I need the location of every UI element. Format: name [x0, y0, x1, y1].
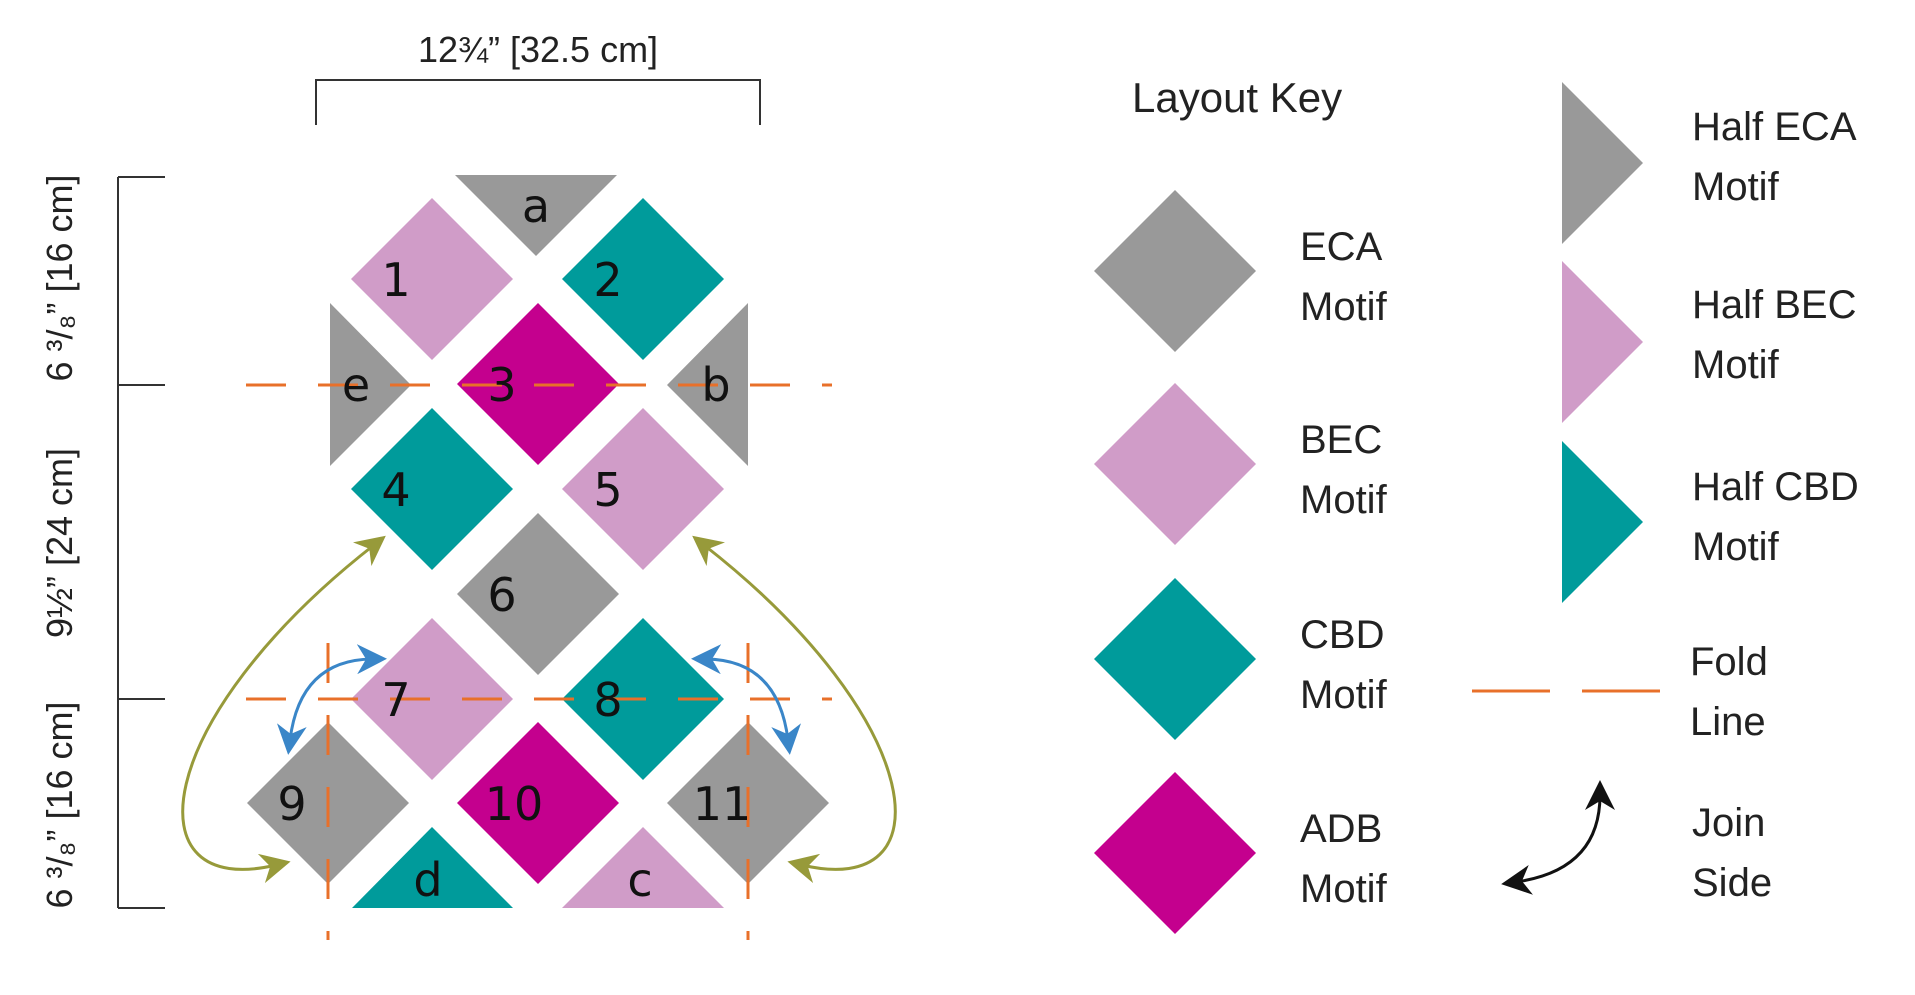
key-eca-line2: Motif	[1300, 285, 1388, 329]
label-8: 8	[593, 673, 622, 727]
key-half-bec-line1: Half BEC	[1692, 283, 1857, 327]
key-fold-line1: Fold	[1690, 640, 1768, 684]
key-join-line1: Join	[1692, 801, 1765, 845]
layout-key-title: Layout Key	[1132, 74, 1342, 121]
join-arrow-olive-right	[692, 535, 897, 884]
key-adb-line2: Motif	[1300, 867, 1388, 911]
key-bec-line2: Motif	[1300, 478, 1388, 522]
key-cbd-line2: Motif	[1300, 673, 1388, 717]
bec-motif-7	[351, 618, 513, 780]
label-7: 7	[381, 673, 410, 727]
width-dimension: 12¾” [32.5 cm]	[315, 29, 761, 125]
label-5: 5	[593, 463, 622, 517]
key-cbd-swatch	[1094, 578, 1256, 740]
key-half-eca-line1: Half ECA	[1692, 105, 1857, 149]
label-6: 6	[487, 568, 516, 622]
height-dimension: 6 ³/₈” [16 cm] 9½” [24 cm] 6 ³/₈” [16 cm…	[39, 175, 165, 909]
eca-motif-6	[457, 513, 619, 675]
join-arrow-olive-left	[181, 535, 386, 884]
key-half-eca-line2: Motif	[1692, 165, 1780, 209]
key-half-cbd-swatch	[1562, 441, 1643, 603]
cbd-motif-2	[562, 198, 724, 360]
width-label: 12¾” [32.5 cm]	[418, 29, 658, 70]
half-eca-motif-a	[455, 175, 617, 256]
key-half-cbd-line1: Half CBD	[1692, 465, 1859, 509]
key-cbd-line1: CBD	[1300, 613, 1384, 657]
bec-motif-5	[562, 408, 724, 570]
key-eca-line1: ECA	[1300, 225, 1383, 269]
key-adb-swatch	[1094, 772, 1256, 934]
layout-key: Layout Key ECA Motif BEC Motif CBD Motif…	[1094, 74, 1859, 934]
label-4: 4	[381, 463, 410, 517]
key-join-arrow	[1501, 780, 1615, 895]
label-b: b	[701, 358, 730, 412]
adb-motif-10	[457, 722, 619, 884]
label-11: 11	[693, 777, 752, 831]
key-half-bec-swatch	[1562, 261, 1643, 423]
key-adb-line1: ADB	[1300, 807, 1382, 851]
half-bec-motif-c	[562, 827, 724, 908]
label-e: e	[342, 358, 370, 412]
half-eca-motif-e	[330, 303, 411, 466]
bec-motif-1	[351, 198, 513, 360]
key-half-cbd-line2: Motif	[1692, 525, 1780, 569]
label-10: 10	[485, 777, 544, 831]
key-eca-swatch	[1094, 190, 1256, 352]
label-3: 3	[487, 358, 516, 412]
label-d: d	[413, 853, 442, 907]
label-a: a	[522, 179, 550, 233]
height-middle-label: 9½” [24 cm]	[39, 448, 80, 638]
label-1: 1	[381, 253, 410, 307]
key-bec-line1: BEC	[1300, 418, 1382, 462]
height-bottom-label: 6 ³/₈” [16 cm]	[39, 702, 80, 909]
half-cbd-motif-d	[352, 827, 513, 908]
key-bec-swatch	[1094, 383, 1256, 545]
label-c: c	[627, 853, 652, 907]
key-half-bec-line2: Motif	[1692, 343, 1780, 387]
cbd-motif-4	[351, 408, 513, 570]
height-top-label: 6 ³/₈” [16 cm]	[39, 175, 80, 382]
join-arrows	[181, 535, 897, 884]
key-half-eca-swatch	[1562, 82, 1643, 244]
label-2: 2	[593, 253, 622, 307]
label-9: 9	[277, 777, 306, 831]
key-fold-line2: Line	[1690, 700, 1766, 744]
key-join-line2: Side	[1692, 861, 1772, 905]
